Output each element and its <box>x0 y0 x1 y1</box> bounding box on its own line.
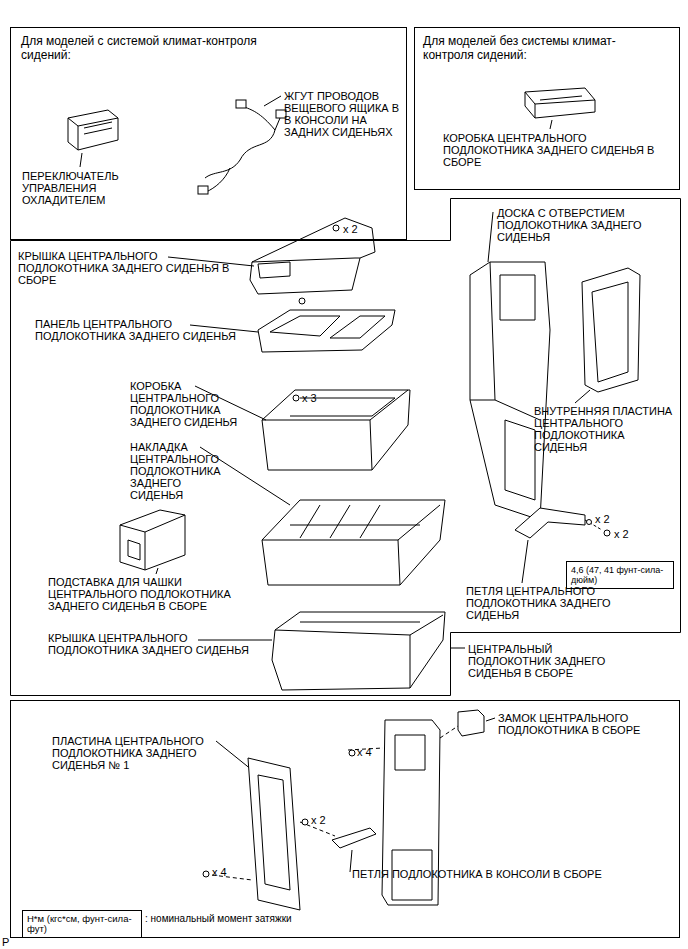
fasteners <box>203 750 355 877</box>
torque-box: 4,6 (47, 41 фунт-сила-дюйм) <box>566 561 674 589</box>
page-mark: P <box>2 936 22 948</box>
screw <box>299 298 305 304</box>
quantity-mark: x 3 <box>302 392 332 404</box>
part-outline <box>582 268 640 392</box>
part-outline <box>470 262 550 520</box>
part-name: КОРОБКА ЦЕНТРАЛЬНОГО ПОДЛОКОТНИКА ЗАДНЕГ… <box>443 132 668 168</box>
screw <box>333 225 339 231</box>
torque-value: Н*м (кгс*см, фунт-сила-фут) <box>27 914 137 934</box>
armrest-pad <box>262 500 445 585</box>
cup-holder <box>120 510 185 570</box>
legend-sample-box: Н*м (кгс*см, фунт-сила-фут) <box>22 910 142 938</box>
quantity-mark: x 2 <box>311 814 341 826</box>
screw <box>293 395 299 401</box>
condition-heading: Для моделей без системы климат-контроля … <box>423 34 663 62</box>
part-name: НАКЛАДКА ЦЕНТРАЛЬНОГО ПОДЛОКОТНИКА ЗАДНЕ… <box>130 441 230 501</box>
armrest-box-assembly <box>525 88 595 118</box>
wire-harness <box>198 100 286 194</box>
armrest-cover <box>272 612 445 690</box>
leader-line <box>451 648 465 649</box>
part-outline <box>515 508 585 538</box>
part-name: ПЕТЛЯ ЦЕНТРАЛЬНОГО ПОДЛОКОТНИКА ЗАДНЕГО … <box>466 585 611 621</box>
part-outline <box>250 218 375 294</box>
leader-line <box>198 640 272 641</box>
part-outline <box>248 758 300 910</box>
quantity-mark: x 4 <box>357 746 387 758</box>
quantity-mark: x 2 <box>595 513 625 525</box>
part-name: ПАНЕЛЬ ЦЕНТРАЛЬНОГО ПОДЛОКОТНИКА ЗАДНЕГО… <box>35 318 260 342</box>
frame-line <box>11 199 681 696</box>
leader-line <box>486 718 495 721</box>
part-outline <box>272 612 445 690</box>
part-outline <box>262 390 410 470</box>
armrest-hole-board <box>470 262 550 520</box>
part-outline <box>258 310 395 352</box>
part-name: ПОДСТАВКА ДЛЯ ЧАШКИ ЦЕНТРАЛЬНОГО ПОДЛОКО… <box>48 576 248 612</box>
part-name: КОРОБКА ЦЕНТРАЛЬНОГО ПОДЛОКОТНИКА ЗАДНЕГ… <box>130 380 252 428</box>
plate-no1 <box>248 758 300 910</box>
group-frame <box>11 701 680 938</box>
dashed-lines <box>212 726 458 880</box>
torque-value: 4,6 (47, 41 фунт-сила-дюйм) <box>571 565 669 585</box>
part-name: ПЛАСТИНА ЦЕНТРАЛЬНОГО ПОДЛОКОТНИКА ЗАДНЕ… <box>52 735 222 771</box>
screw <box>349 750 355 756</box>
part-outline <box>332 828 376 848</box>
legend-text: : номинальный момент затяжки <box>145 913 395 925</box>
armrest-lid <box>250 218 375 304</box>
leader-line <box>350 850 352 872</box>
armrest-panel <box>258 310 395 352</box>
part-name: ПЕТЛЯ ПОДЛОКОТНИКА В КОНСОЛИ В СБОРЕ <box>352 868 652 880</box>
leader-line <box>488 212 493 262</box>
leader-line <box>156 568 158 574</box>
screw <box>302 819 308 825</box>
leader-line <box>522 540 528 583</box>
bolt <box>604 530 610 536</box>
quantity-mark: x 2 <box>614 528 644 540</box>
connector <box>198 186 208 194</box>
dashed-line <box>440 726 458 738</box>
part-name: КРЫШКА ЦЕНТРАЛЬНОГО ПОДЛОКОТНИКА ЗАДНЕГО… <box>48 632 273 656</box>
part-outline <box>120 510 185 570</box>
part-name: ВНУТРЕННЯЯ ПЛАСТИНА ЦЕНТРАЛЬНОГО ПОДЛОКО… <box>534 405 678 453</box>
part-outline <box>458 710 484 736</box>
inner-plate <box>582 268 640 392</box>
part-name: ПЕРЕКЛЮЧАТЕЛЬ УПРАВЛЕНИЯ ОХЛАДИТЕЛЕМ <box>22 170 132 206</box>
condition-heading: Для моделей с системой климат-контроля с… <box>21 34 261 62</box>
leader-line <box>575 390 590 403</box>
wire <box>205 106 280 192</box>
part-name: ЗАМОК ЦЕНТРАЛЬНОГО ПОДЛОКОТНИКА В СБОРЕ <box>498 712 663 736</box>
assembly-name: ЦЕНТРАЛЬНЫЙ ПОДЛОКОТНИК ЗАДНЕГО СИДЕНЬЯ … <box>468 643 628 679</box>
console-hinge <box>332 828 376 848</box>
part-outline <box>68 110 118 150</box>
part-name: ДОСКА С ОТВЕРСТИЕМ ПОДЛОКОТНИКА ЗАДНЕГО … <box>497 207 662 243</box>
armrest-lock <box>458 710 484 736</box>
leader-line <box>216 741 252 770</box>
leader-line <box>264 96 281 106</box>
connector <box>236 100 246 108</box>
armrest-box <box>262 390 410 470</box>
leader-line <box>80 153 82 167</box>
part-outline <box>525 88 595 118</box>
part-name: ЖГУТ ПРОВОДОВ ВЕЩЕВОГО ЯЩИКА В В КОНСОЛИ… <box>284 90 404 138</box>
part-outline <box>262 500 445 585</box>
leader-line <box>550 120 552 129</box>
screw <box>203 871 209 877</box>
washer <box>587 520 592 525</box>
quantity-mark: x 2 <box>343 223 373 235</box>
cooler-switch <box>68 110 118 150</box>
part-name: КРЫШКА ЦЕНТРАЛЬНОГО ПОДЛОКОТНИКА ЗАДНЕГО… <box>18 250 243 286</box>
quantity-mark: x 4 <box>212 866 242 878</box>
